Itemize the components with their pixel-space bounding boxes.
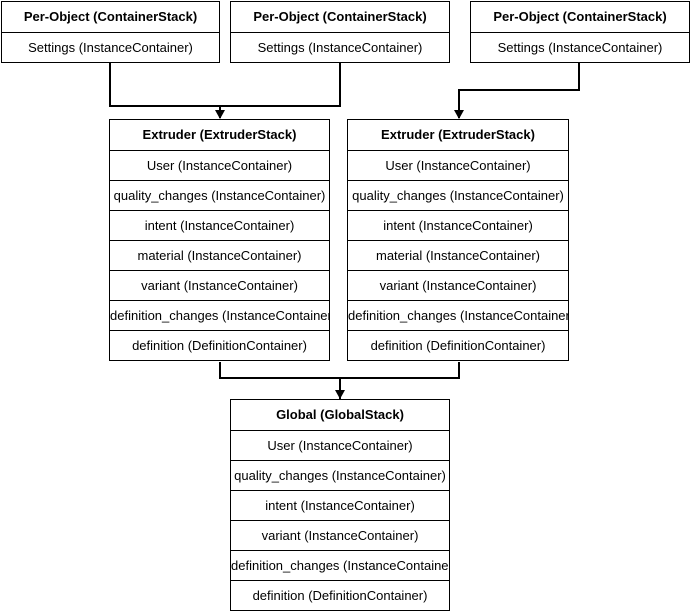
- node-extruder-1[interactable]: Extruder (ExtruderStack) User (InstanceC…: [109, 119, 330, 361]
- node-per-object-2[interactable]: Per-Object (ContainerStack) Settings (In…: [230, 1, 450, 63]
- node-extruder-1-row-definition-changes: definition_changes (InstanceContainer): [110, 300, 329, 330]
- node-per-object-3-header: Per-Object (ContainerStack): [471, 2, 689, 32]
- edge-merge-bar-extruder-1: [109, 105, 341, 107]
- node-extruder-1-row-intent: intent (InstanceContainer): [110, 210, 329, 240]
- node-global-row-user: User (InstanceContainer): [231, 430, 449, 460]
- edge-per-object-2-stem: [339, 60, 341, 106]
- node-per-object-3[interactable]: Per-Object (ContainerStack) Settings (In…: [470, 1, 690, 63]
- edge-extruder-1-stem: [219, 362, 221, 378]
- node-extruder-2-row-definition-changes: definition_changes (InstanceContainer): [348, 300, 568, 330]
- node-extruder-1-row-definition: definition (DefinitionContainer): [110, 330, 329, 360]
- node-extruder-2-row-intent: intent (InstanceContainer): [348, 210, 568, 240]
- node-per-object-1-header: Per-Object (ContainerStack): [2, 2, 219, 32]
- node-extruder-2-header: Extruder (ExtruderStack): [348, 120, 568, 150]
- node-per-object-2-header: Per-Object (ContainerStack): [231, 2, 449, 32]
- node-per-object-1[interactable]: Per-Object (ContainerStack) Settings (In…: [1, 1, 220, 63]
- arrowhead-extruder-1: [215, 110, 225, 119]
- node-global-row-intent: intent (InstanceContainer): [231, 490, 449, 520]
- edge-per-object-1-stem: [109, 60, 111, 106]
- node-extruder-1-row-variant: variant (InstanceContainer): [110, 270, 329, 300]
- node-extruder-2-row-quality-changes: quality_changes (InstanceContainer): [348, 180, 568, 210]
- node-extruder-2-row-user: User (InstanceContainer): [348, 150, 568, 180]
- node-extruder-2[interactable]: Extruder (ExtruderStack) User (InstanceC…: [347, 119, 569, 361]
- arrowhead-global: [335, 390, 345, 399]
- node-global-header: Global (GlobalStack): [231, 400, 449, 430]
- node-extruder-1-header: Extruder (ExtruderStack): [110, 120, 329, 150]
- node-global-row-quality-changes: quality_changes (InstanceContainer): [231, 460, 449, 490]
- edge-extruder-2-inlet: [458, 89, 460, 118]
- node-per-object-1-row-settings: Settings (InstanceContainer): [2, 32, 219, 62]
- edge-per-object-3-stem: [578, 60, 580, 90]
- node-global-row-definition-changes: definition_changes (InstanceContainer): [231, 550, 449, 580]
- node-global-row-variant: variant (InstanceContainer): [231, 520, 449, 550]
- node-global[interactable]: Global (GlobalStack) User (InstanceConta…: [230, 399, 450, 611]
- node-extruder-1-row-material: material (InstanceContainer): [110, 240, 329, 270]
- node-extruder-2-row-variant: variant (InstanceContainer): [348, 270, 568, 300]
- node-extruder-1-row-quality-changes: quality_changes (InstanceContainer): [110, 180, 329, 210]
- edge-per-object-3-bar: [458, 89, 580, 91]
- arrowhead-extruder-2: [454, 110, 464, 119]
- edge-global-inlet: [339, 377, 341, 399]
- node-extruder-2-row-material: material (InstanceContainer): [348, 240, 568, 270]
- node-global-row-definition: definition (DefinitionContainer): [231, 580, 449, 610]
- node-per-object-3-row-settings: Settings (InstanceContainer): [471, 32, 689, 62]
- node-extruder-1-row-user: User (InstanceContainer): [110, 150, 329, 180]
- edge-extruder-2-stem: [458, 362, 460, 378]
- node-per-object-2-row-settings: Settings (InstanceContainer): [231, 32, 449, 62]
- node-extruder-2-row-definition: definition (DefinitionContainer): [348, 330, 568, 360]
